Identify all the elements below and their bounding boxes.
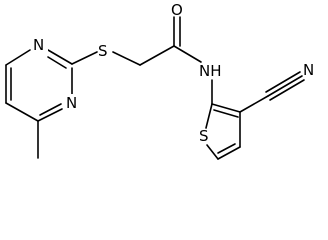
bond-c3-to-nitrile-c xyxy=(239,95,269,113)
bond-th-c5-to-s xyxy=(206,144,219,160)
molecule-diagram: N N S O NH S N xyxy=(5,1,314,160)
pyrimidine-ring xyxy=(5,49,73,122)
structure-canvas: N N S O NH S N xyxy=(5,1,314,160)
bond-th-c4-c5-inner xyxy=(217,143,236,154)
bond-c2-to-s xyxy=(71,51,98,65)
atom-n-nitrile: N xyxy=(303,61,314,79)
bond-s-to-ch2 xyxy=(112,51,141,66)
bond-th-c2-to-c3 xyxy=(211,103,241,113)
bond-nitrile-triple-2 xyxy=(265,71,301,93)
bond-nitrile-triple-3 xyxy=(269,79,305,101)
bond-nitrile-triple-1 xyxy=(267,75,303,97)
atom-n-ring-top: N xyxy=(33,36,44,54)
bond-pyr-inner-double-top xyxy=(47,56,67,69)
bond-pyr-c-methyl-to-n-bottom xyxy=(37,108,63,122)
atom-nh-amide: NH xyxy=(199,62,222,80)
bond-pyr-c2-to-n-top xyxy=(47,49,73,65)
thiophene-ring xyxy=(205,103,241,160)
atom-o-carbonyl: O xyxy=(171,1,183,19)
atom-n-ring-bottom: N xyxy=(66,94,77,112)
atom-s-thiophene: S xyxy=(199,127,209,145)
bond-ch2-to-carbonyl-c xyxy=(139,45,175,66)
bond-th-c2-c3-inner xyxy=(213,109,239,118)
label-bg-n-top xyxy=(31,36,48,54)
atom-s-thioether: S xyxy=(98,42,108,60)
bond-pyr-inner-double-bottom xyxy=(39,103,62,116)
bond-th-c4-to-c5 xyxy=(217,146,241,160)
bond-th-s-to-c2 xyxy=(205,103,213,129)
bond-pyr-c-bottom-left-to-c-methyl xyxy=(5,102,39,122)
bond-carbonyl-c-to-nh xyxy=(173,45,202,63)
label-bg-n-bottom xyxy=(63,94,81,112)
bond-pyr-n-top-to-c-left xyxy=(5,49,31,66)
